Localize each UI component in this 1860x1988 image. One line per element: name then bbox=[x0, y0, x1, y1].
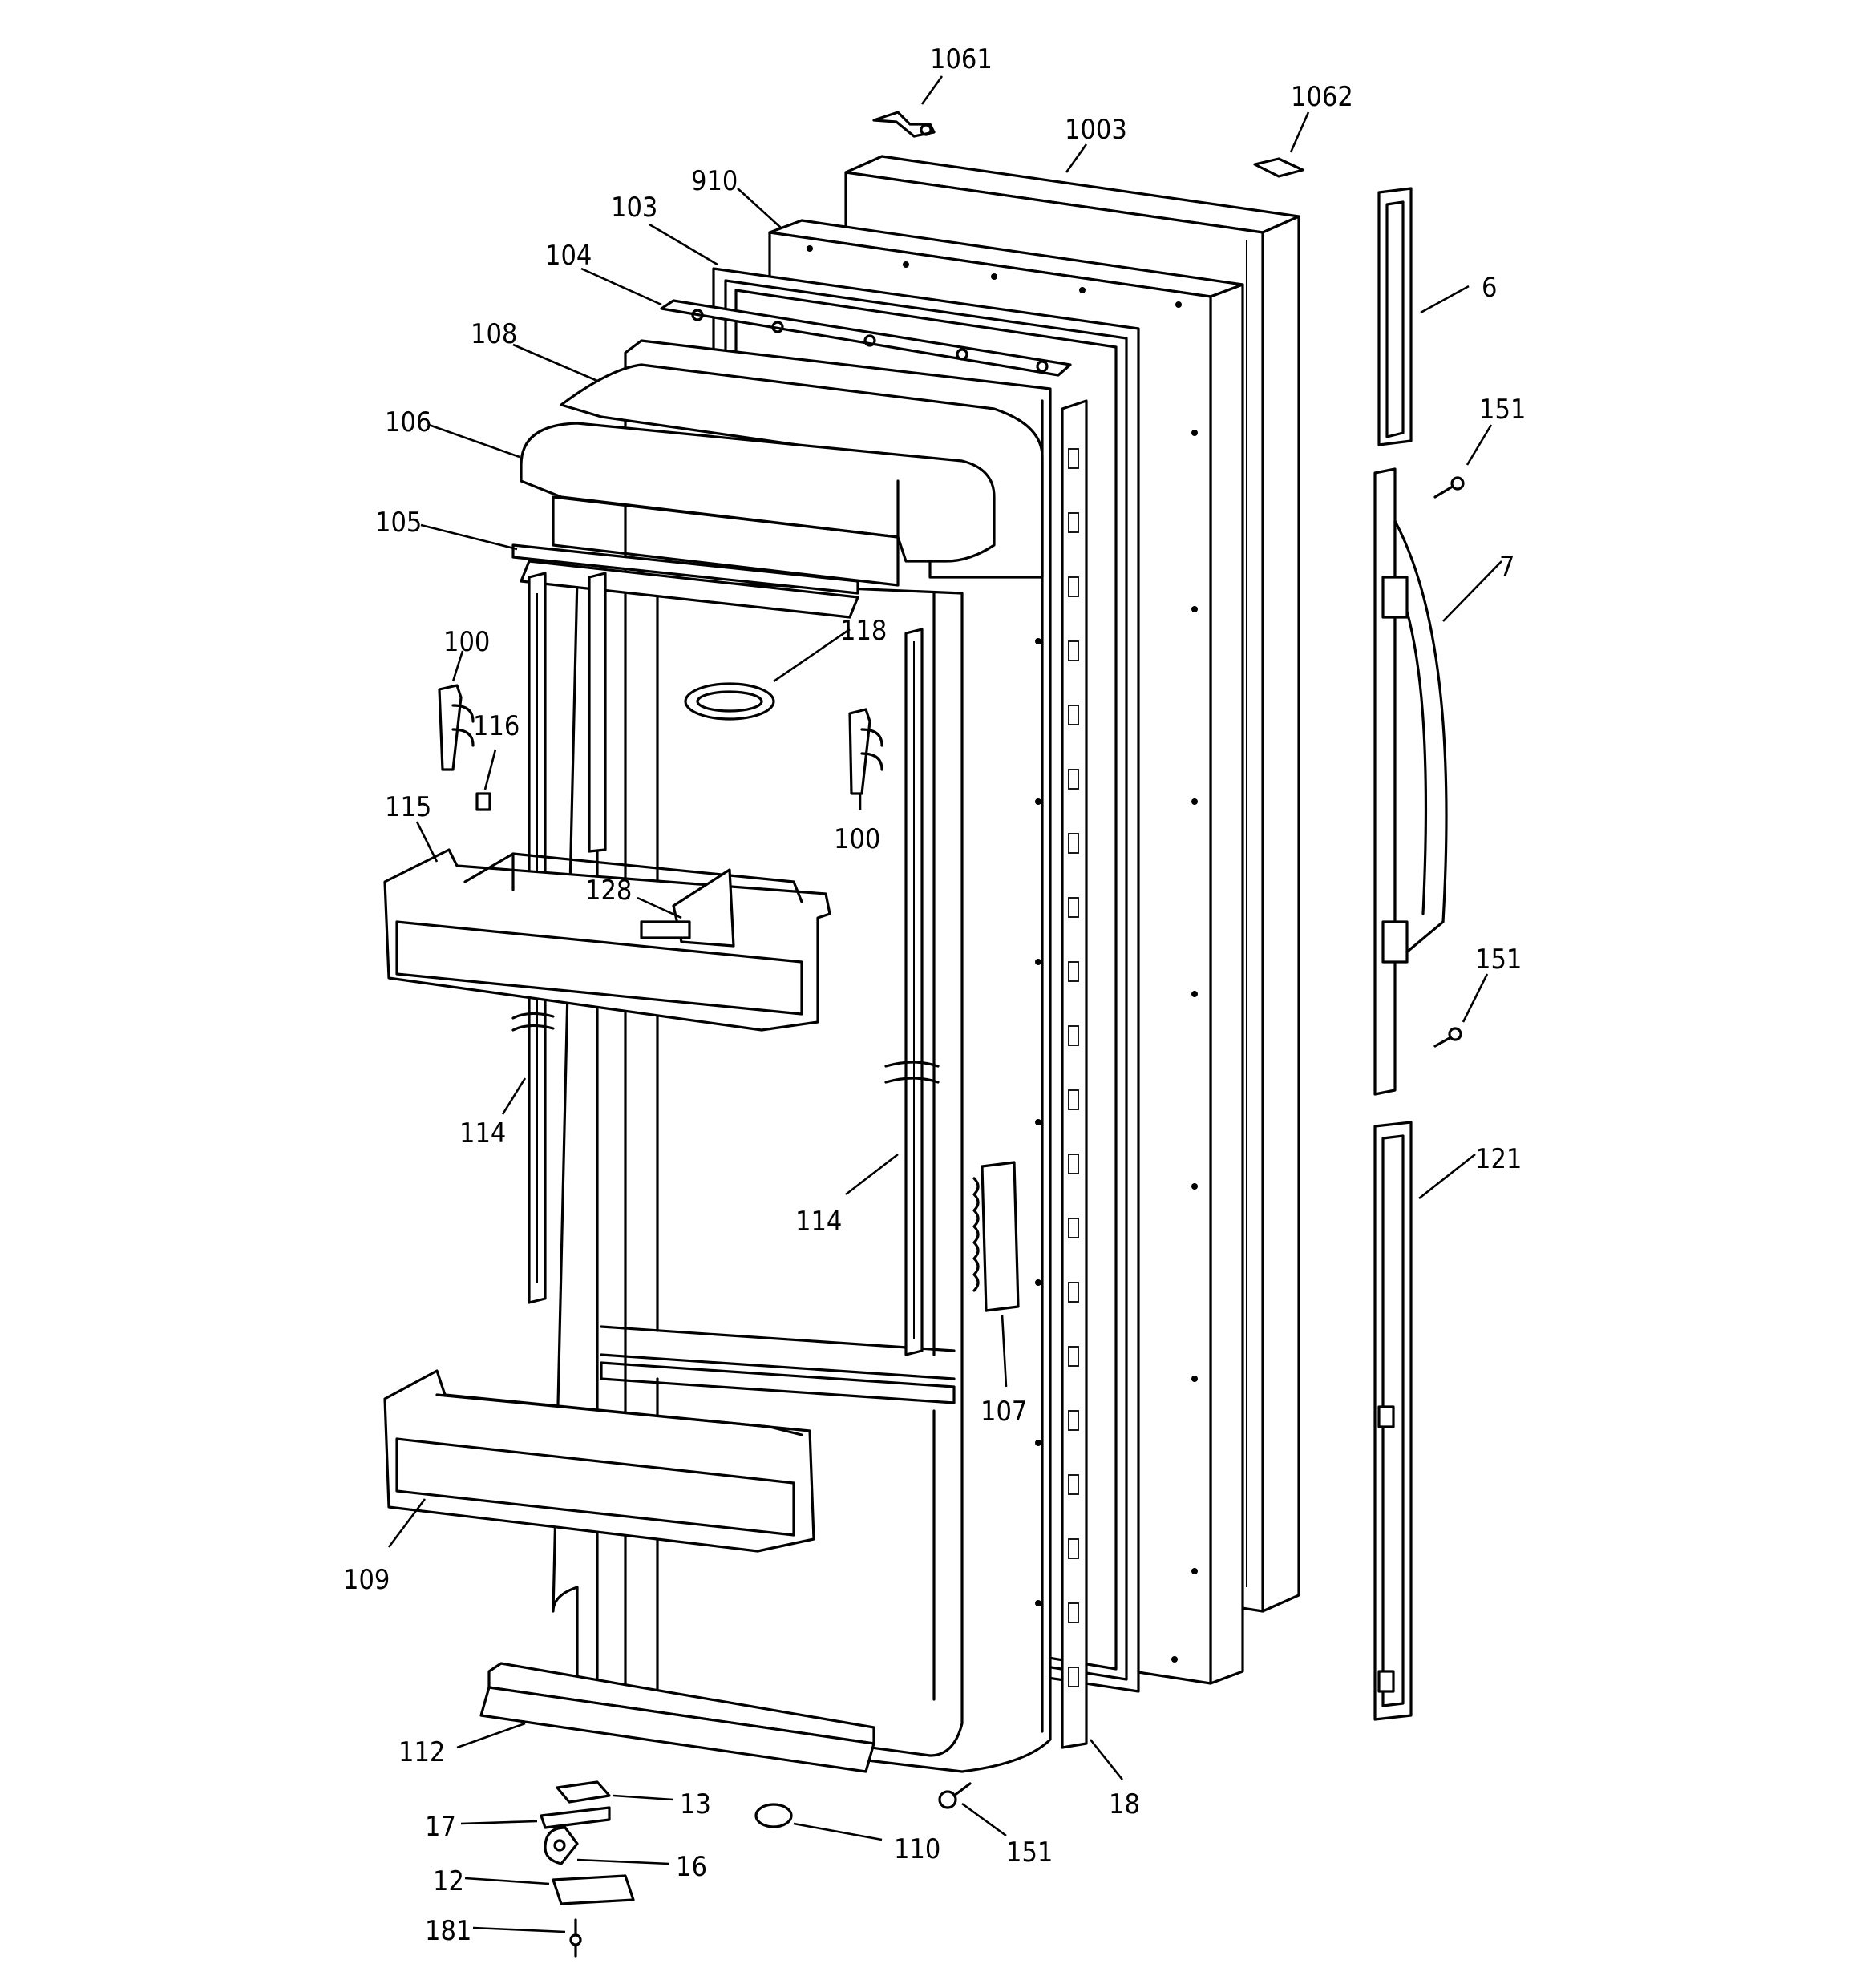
label-110: 110 bbox=[894, 1833, 940, 1865]
top-cap-strip bbox=[660, 299, 1072, 377]
retainer-slots bbox=[1068, 448, 1079, 1687]
label-121: 121 bbox=[1475, 1143, 1522, 1175]
panel-screw-holes bbox=[807, 245, 1198, 1663]
label-13: 13 bbox=[680, 1788, 711, 1820]
label-7: 7 bbox=[1499, 551, 1514, 583]
bottom-screw bbox=[938, 1782, 972, 1809]
label-112: 112 bbox=[398, 1736, 445, 1768]
label-100-left: 100 bbox=[443, 626, 490, 658]
hinge-bushing bbox=[540, 1806, 611, 1829]
hinge-screw bbox=[569, 1918, 582, 1958]
label-18: 18 bbox=[1109, 1788, 1140, 1820]
label-115: 115 bbox=[385, 791, 431, 823]
side-clip-strip bbox=[972, 1161, 1020, 1312]
label-17: 17 bbox=[425, 1811, 456, 1843]
label-151-bottom: 151 bbox=[1006, 1836, 1053, 1869]
right-shelf-rail bbox=[884, 628, 940, 1356]
label-1061: 1061 bbox=[930, 43, 993, 75]
label-116: 116 bbox=[473, 710, 520, 742]
handle-screw-upper bbox=[1433, 476, 1465, 499]
label-100-right: 100 bbox=[834, 823, 880, 855]
top-plate bbox=[1253, 157, 1304, 178]
label-103: 103 bbox=[611, 192, 657, 224]
label-114-right: 114 bbox=[795, 1206, 842, 1238]
shelf-bracket-left bbox=[438, 684, 475, 771]
side-retainer-strip bbox=[1061, 399, 1088, 1749]
label-107: 107 bbox=[981, 1396, 1027, 1428]
door-handle bbox=[1373, 467, 1448, 1096]
callout-labels: 1061 1062 1003 910 103 104 108 106 105 6… bbox=[343, 43, 1526, 1947]
lower-door-bin bbox=[383, 1369, 815, 1553]
label-104: 104 bbox=[545, 240, 592, 272]
dairy-door bbox=[520, 422, 996, 587]
top-hinge-bracket bbox=[872, 111, 936, 138]
label-910: 910 bbox=[691, 165, 738, 197]
label-118: 118 bbox=[840, 615, 887, 647]
hinge-cam bbox=[544, 1826, 579, 1865]
handle-bottom-cap bbox=[1373, 1121, 1413, 1721]
label-109: 109 bbox=[343, 1564, 390, 1596]
bottom-trim bbox=[479, 1662, 875, 1773]
label-181: 181 bbox=[425, 1915, 471, 1947]
label-1062: 1062 bbox=[1291, 81, 1353, 113]
door-stop bbox=[754, 1803, 793, 1828]
shelf-bracket-right bbox=[848, 708, 884, 795]
leader-lines bbox=[387, 75, 1502, 1933]
label-151-middle: 151 bbox=[1475, 943, 1522, 976]
handle-top-cap bbox=[1377, 187, 1413, 446]
label-105: 105 bbox=[375, 507, 422, 539]
second-shelf-rail bbox=[588, 572, 607, 853]
small-clip bbox=[475, 792, 491, 811]
label-12: 12 bbox=[433, 1865, 464, 1897]
bin-divider bbox=[640, 868, 735, 948]
label-16: 16 bbox=[676, 1851, 707, 1883]
handle-screw-lower bbox=[1433, 1027, 1462, 1048]
liner-side-holes bbox=[1035, 638, 1041, 1606]
oval-vent bbox=[684, 682, 775, 721]
hinge-bracket bbox=[552, 1874, 635, 1905]
label-114-left: 114 bbox=[459, 1117, 506, 1150]
label-6: 6 bbox=[1482, 272, 1497, 304]
label-128: 128 bbox=[585, 875, 632, 907]
label-1003: 1003 bbox=[1065, 114, 1127, 146]
label-108: 108 bbox=[471, 318, 517, 350]
label-106: 106 bbox=[385, 406, 431, 438]
hinge-plate bbox=[556, 1780, 611, 1804]
label-151-upper: 151 bbox=[1479, 394, 1526, 426]
